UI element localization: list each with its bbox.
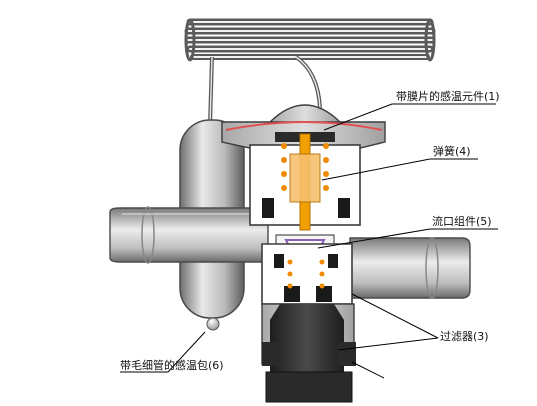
- spring-and-pin: [281, 133, 329, 289]
- leader-bulb: [120, 331, 206, 373]
- label-sensing-bulb: 带毛细管的感温包(6): [120, 359, 224, 372]
- label-spring: 弹簧(4): [433, 145, 471, 158]
- inlet-pipe: [109, 206, 269, 264]
- leader-orifice: [317, 228, 498, 249]
- outlet-pipe: [349, 237, 471, 299]
- label-filter: 过滤器(3): [440, 330, 489, 343]
- leader-spring: [321, 158, 478, 181]
- leader-diaphragm: [323, 103, 496, 131]
- leader-lines: [120, 103, 498, 379]
- leader-filter-b: [337, 337, 439, 351]
- leader-outlet: [351, 361, 385, 379]
- label-diaphragm-element: 带膜片的感温元件(1): [396, 90, 500, 103]
- capillary-coil: [184, 18, 436, 126]
- leader-filter-a: [351, 293, 439, 339]
- label-orifice-assembly: 流口组件(5): [432, 215, 492, 228]
